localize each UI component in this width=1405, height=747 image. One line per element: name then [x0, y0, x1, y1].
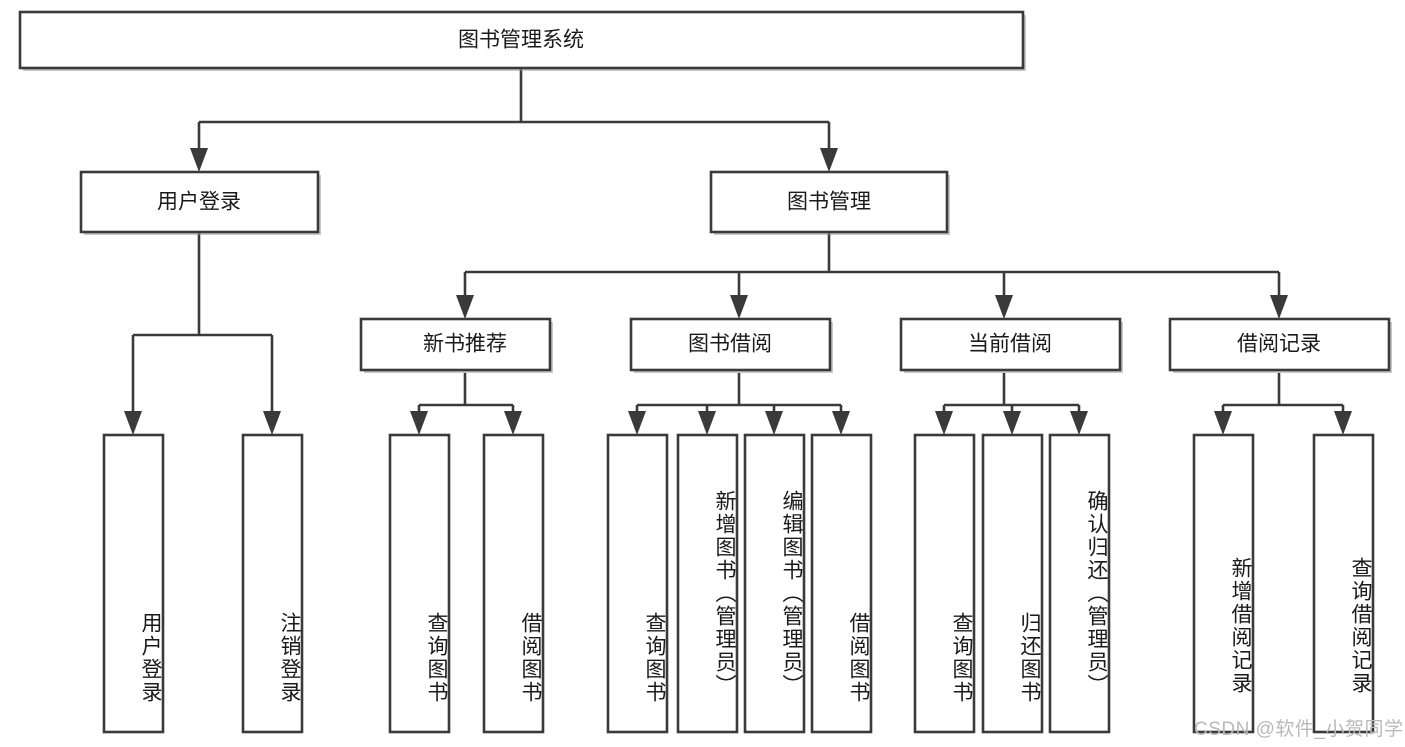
arrow-head-leaf-confirm-return: [1070, 411, 1088, 435]
node-current-borrow[interactable]: [899, 317, 1122, 372]
node-root[interactable]: [18, 10, 1025, 70]
arrow-head-leaf-edit-book: [765, 411, 783, 435]
node-book-borrow[interactable]: [629, 317, 832, 372]
arrow-head-leaf-add-record: [1214, 411, 1232, 435]
arrow-head-leaf-query-book-3: [935, 411, 953, 435]
node-book-manage[interactable]: [709, 170, 949, 234]
node-layer: 图书管理系统 用户登录 图书管理 新书推荐 图书借阅 当前借阅 借阅记录: [18, 10, 1392, 734]
arrow-head-leaf-query-book-2: [628, 411, 646, 435]
node-user-login-label: 用户登录: [157, 191, 241, 214]
node-borrow-record[interactable]: [1168, 317, 1391, 372]
arrow-head-leaf-query-record: [1334, 411, 1352, 435]
csdn-watermark: CSDN @软件_小贺同学: [1194, 719, 1404, 740]
node-book-borrow-label: 图书借阅: [688, 333, 772, 356]
arrow-head-new-book-recommend: [456, 295, 474, 319]
arrow-head-leaf-borrow-book-1: [504, 411, 522, 435]
arrow-head-current-borrow: [995, 295, 1013, 319]
node-leaf-query-book-2[interactable]: [606, 433, 669, 734]
node-current-borrow-label: 当前借阅: [968, 333, 1052, 356]
node-leaf-user-login[interactable]: [102, 433, 165, 734]
node-leaf-query-record[interactable]: [1312, 433, 1375, 734]
node-borrow-record-label: 借阅记录: [1237, 333, 1321, 356]
node-leaf-borrow-book-2[interactable]: [810, 433, 873, 734]
node-leaf-add-book[interactable]: [676, 433, 739, 734]
node-book-manage-label: 图书管理: [787, 191, 871, 214]
arrow-head-book-borrow: [730, 295, 748, 319]
arrow-head-leaf-borrow-book-2: [832, 411, 850, 435]
node-leaf-add-record[interactable]: [1192, 433, 1255, 734]
node-leaf-return-book[interactable]: [981, 433, 1044, 734]
arrow-head-leaf-add-book: [698, 411, 716, 435]
node-new-book-recommend[interactable]: [359, 317, 552, 372]
arrow-head-leaf-query-book-1: [410, 411, 428, 435]
node-new-book-recommend-label: 新书推荐: [423, 333, 507, 356]
arrow-head-user-login: [190, 148, 208, 172]
node-root-label: 图书管理系统: [458, 29, 584, 52]
node-leaf-borrow-book-1[interactable]: [482, 433, 545, 734]
arrow-head-book-manage: [820, 148, 838, 172]
arrow-head-leaf-return-book: [1003, 411, 1021, 435]
arrow-head-leaf-logout: [263, 411, 281, 435]
arrow-head-leaf-user-login: [124, 411, 142, 435]
arrow-head-borrow-record: [1270, 295, 1288, 319]
node-leaf-edit-book[interactable]: [743, 433, 806, 734]
connector-layer: [124, 68, 1352, 435]
node-user-login[interactable]: [79, 170, 320, 234]
node-leaf-confirm-return[interactable]: [1048, 433, 1111, 734]
node-leaf-query-book-3[interactable]: [913, 433, 976, 734]
node-leaf-query-book-1[interactable]: [388, 433, 451, 734]
node-leaf-logout[interactable]: [241, 433, 304, 734]
